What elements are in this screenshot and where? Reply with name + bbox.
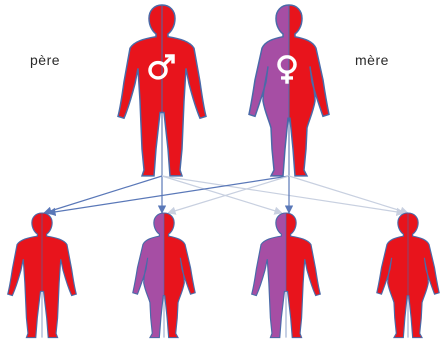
arrow-father-child3 [162, 176, 282, 213]
mother-figure [249, 5, 329, 176]
children-row [8, 213, 440, 338]
child-figure-4 [377, 213, 439, 338]
arrow-mother-child4 [289, 176, 408, 213]
child-figure-3 [252, 213, 321, 338]
arrow-mother-child1 [48, 176, 289, 213]
child-figure-1 [8, 213, 77, 338]
arrow-father-child4 [162, 176, 404, 213]
arrow-mother-child2 [168, 176, 289, 213]
child-figure-2 [133, 213, 195, 338]
inheritance-arrows [44, 176, 408, 213]
mother-label: mère [355, 52, 389, 68]
father-figure [118, 5, 206, 176]
father-label: père [30, 52, 60, 68]
arrow-father-child1 [44, 176, 162, 213]
